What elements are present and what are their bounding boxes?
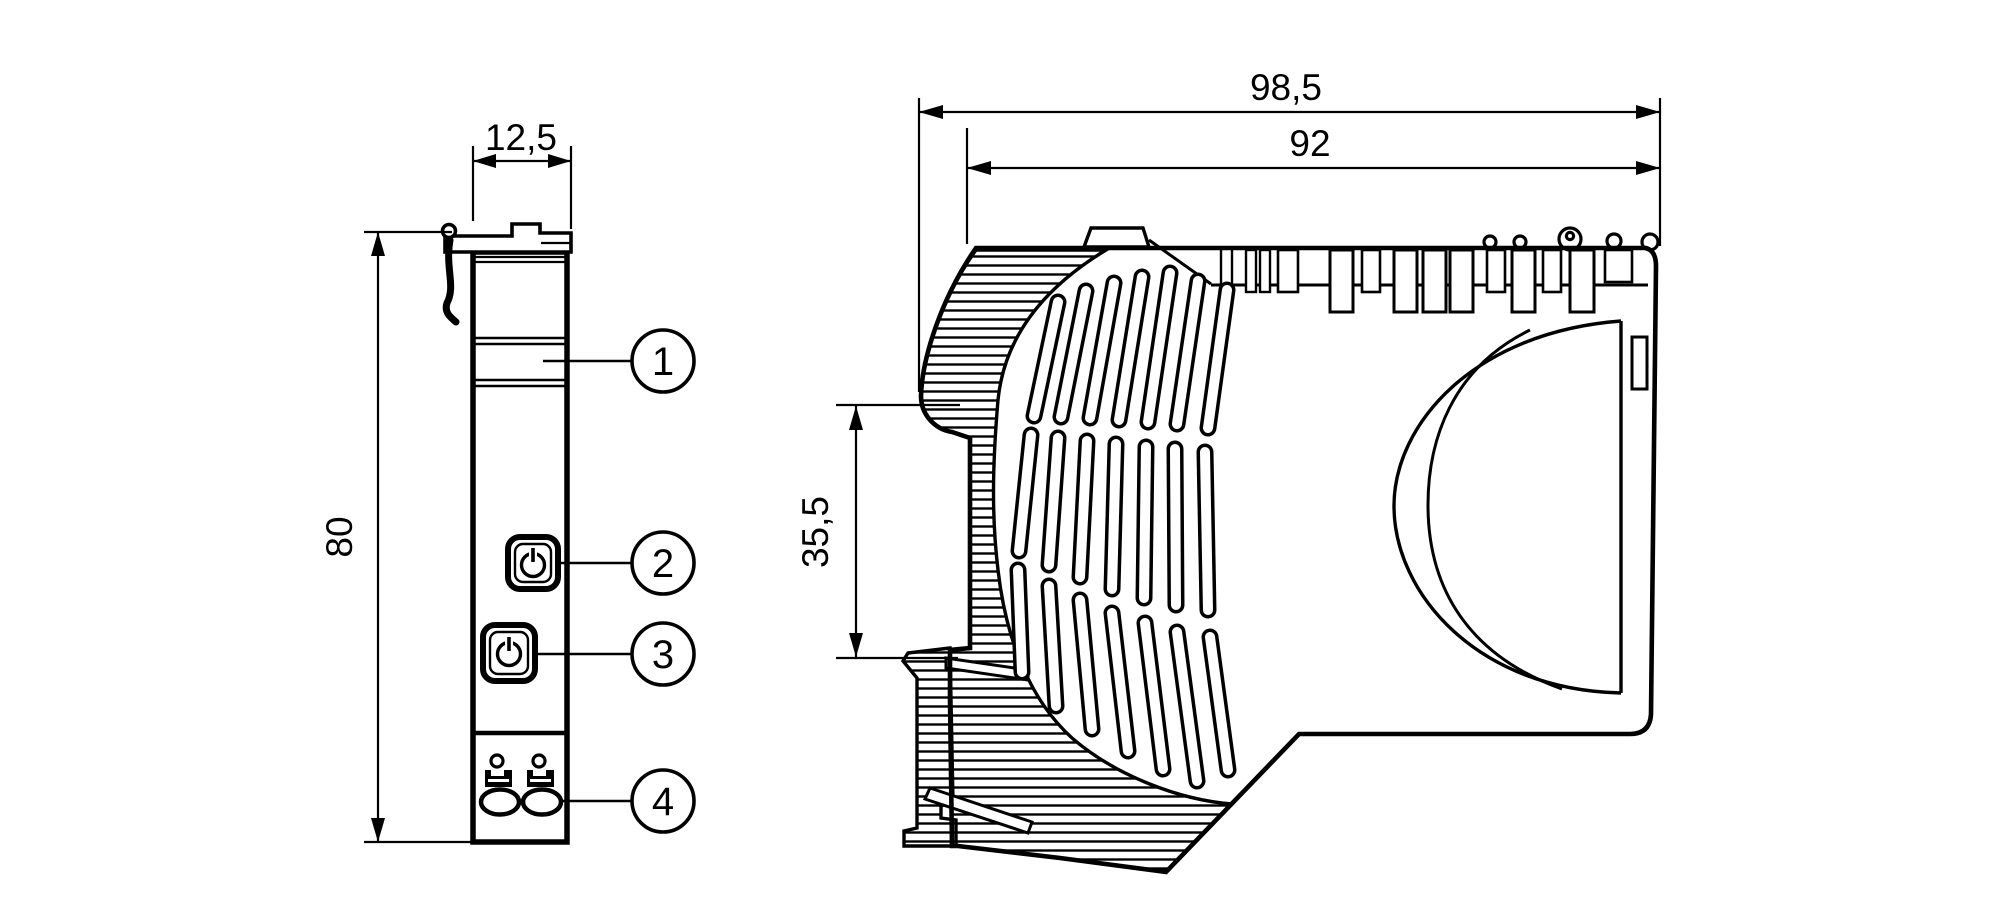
dimension-overall-depth [917,98,1662,392]
callout-2: 2 [630,530,696,596]
dimension-rail-recess [836,403,960,660]
dimension-housing-depth [965,128,1660,244]
d-recess [1392,319,1623,695]
callout-3: 3 [630,621,696,687]
clip-latch-upper [944,656,1030,682]
dim-label-width: 12,5 [485,117,557,158]
side-edge-slot [1630,335,1649,391]
terminal-opening-right [520,787,564,817]
power-icon [495,637,523,668]
vent-slots-inner [1013,268,1233,786]
dim-label-housing-depth: 92 [1289,123,1330,164]
led-indicator-lower [480,622,538,684]
callout-1-number: 1 [652,340,674,384]
led-indicator-upper [505,534,561,592]
label-window [473,336,567,388]
terminal-tabs [1244,248,1634,314]
dim-label-height: 80 [319,516,360,557]
socket-icon [485,753,512,787]
callout-1: 1 [630,328,696,394]
callout-3-number: 3 [652,633,674,677]
callout-4: 4 [630,768,696,834]
dimension-height [364,230,478,844]
side-view: 98,5 92 35,5 [795,67,1662,875]
callout-2-number: 2 [652,542,674,586]
terminal-row [1211,248,1648,314]
power-icon [519,548,547,579]
dimension-width [471,146,573,229]
front-view: 12,5 80 1 2 3 [319,117,696,845]
terminal-opening-left [478,787,522,817]
socket-icon [527,753,554,787]
top-tab [1081,226,1152,249]
hook-strap [442,236,460,326]
callout-4-number: 4 [652,780,674,824]
side-body-outline [918,245,1659,875]
dim-label-rail-recess: 35,5 [795,496,836,568]
callout-leaders [537,359,631,803]
front-top-flange [443,222,573,254]
dim-label-overall-depth: 98,5 [1250,67,1322,108]
